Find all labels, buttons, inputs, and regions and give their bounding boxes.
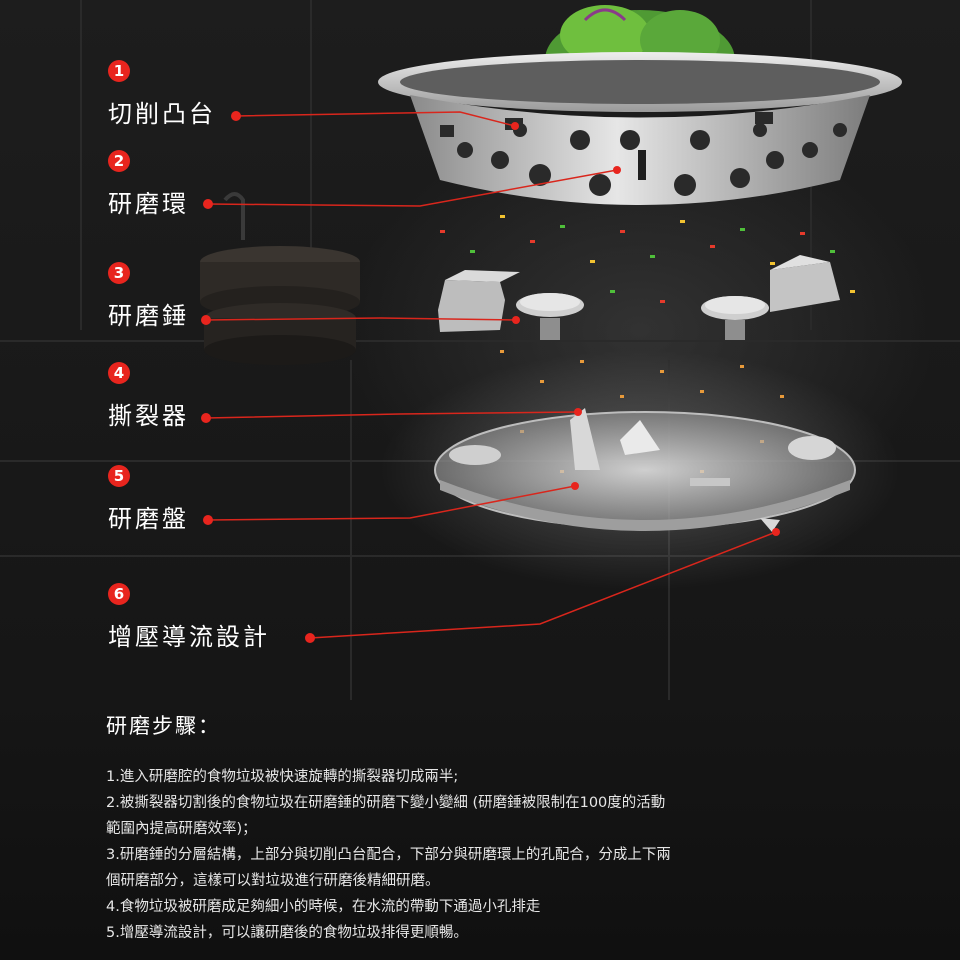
cabinet-line <box>350 360 352 700</box>
kitchen-bowls <box>200 192 360 365</box>
part-name: 研磨盤 <box>108 505 189 533</box>
step-line: 2.被撕裂器切割後的食物垃圾在研磨錘的研磨下變小變細 (研磨錘被限制在100度的… <box>106 795 666 811</box>
leader-dots <box>201 111 780 643</box>
number-badge: 3 <box>108 262 130 284</box>
part-label-shredder: 4 撕裂器 <box>0 362 320 430</box>
part-label-cutting-boss: 1 切削凸台 <box>0 60 320 128</box>
cabinet-line <box>80 0 82 330</box>
part-name: 增壓導流設計 <box>108 623 270 651</box>
part-label-grinding-hammer: 3 研磨錘 <box>0 262 320 330</box>
part-name: 研磨環 <box>108 190 189 218</box>
steps-list: 1.進入研磨腔的食物垃圾被快速旋轉的撕裂器切成兩半; 2.被撕裂器切割後的食物垃… <box>106 764 826 946</box>
number-badge: 5 <box>108 465 130 487</box>
step-line: 1.進入研磨腔的食物垃圾被快速旋轉的撕裂器切成兩半; <box>106 769 459 785</box>
part-label-pressure-flow: 6 增壓導流設計 <box>0 583 320 651</box>
step-line: 5.增壓導流設計，可以讓研磨後的食物垃圾排得更順暢。 <box>106 925 468 941</box>
cabinet-line <box>310 0 312 330</box>
number-badge: 4 <box>108 362 130 384</box>
number-badge: 6 <box>108 583 130 605</box>
cabinet-line <box>0 340 960 342</box>
step-line: 範圍內提高研磨效率)； <box>106 821 257 837</box>
part-label-grinding-plate: 5 研磨盤 <box>0 465 320 533</box>
number-badge: 1 <box>108 60 130 82</box>
step-line: 3.研磨錘的分層結構，上部分與切削凸台配合，下部分與研磨環上的孔配合，分成上下兩 <box>106 847 671 863</box>
steps-title: 研磨步驟： <box>106 714 221 738</box>
grinding-plate <box>434 408 856 532</box>
step-line: 4.食物垃圾被研磨成足夠細小的時候，在水流的帶動下通過小孔排走 <box>106 899 541 915</box>
grinding-hammers <box>438 255 840 340</box>
part-name: 撕裂器 <box>108 402 189 430</box>
leader-lines <box>205 111 777 639</box>
disposer-exploded-diagram <box>200 5 902 643</box>
grinding-steps-section: 研磨步驟： 1.進入研磨腔的食物垃圾被快速旋轉的撕裂器切成兩半; 2.被撕裂器切… <box>106 710 826 946</box>
grinding-ring-basket <box>378 52 902 205</box>
part-name: 研磨錘 <box>108 302 189 330</box>
step-line: 個研磨部分，這樣可以對垃圾進行研磨後精細研磨。 <box>106 873 440 889</box>
number-badge: 2 <box>108 150 130 172</box>
part-label-grinding-ring: 2 研磨環 <box>0 150 320 218</box>
part-name: 切削凸台 <box>108 100 216 128</box>
